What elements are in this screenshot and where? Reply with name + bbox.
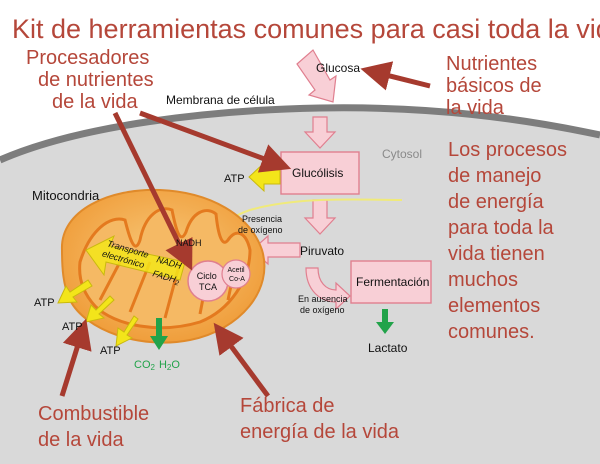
glycolysis-box <box>280 151 360 195</box>
nadh-label: NADH <box>176 238 202 248</box>
mitochondria-cristae <box>98 261 238 319</box>
co2-h2o-arrow <box>150 318 168 350</box>
callout-fuel: Combustible de la vida <box>38 403 155 451</box>
lactate-arrow <box>376 309 394 334</box>
arrow-factory-to-mitochondria <box>213 322 271 398</box>
callout-nutrients: Nutrientes básicos de la vida <box>446 53 547 119</box>
tca-cycle-circle <box>187 260 229 302</box>
electron-transport-arrow <box>85 234 186 281</box>
pyruvate-to-fermentation-arrow <box>305 267 351 311</box>
callout-factory: Fábrica de energía de la vida <box>240 395 400 443</box>
cell-membrane <box>0 104 600 164</box>
glucose-inflow-arrow <box>296 49 337 103</box>
arrow-fuel-to-atp <box>59 318 92 397</box>
tca-label: Ciclo TCA <box>197 271 220 292</box>
arrow-nutrients-to-glucose <box>360 61 431 91</box>
oxygen-presence-label: Presencia de oxígeno <box>238 214 285 235</box>
oxygen-absence-label: En ausencia de oxígeno <box>298 294 350 315</box>
mito-atp-label-2: ATP <box>62 321 83 333</box>
mitochondria-label: Mitocondria <box>32 188 100 203</box>
acetyl-coa-circle <box>221 259 251 289</box>
glycolysis-label: Glucólisis <box>292 166 343 180</box>
glucose-label: Glucosa <box>316 61 360 75</box>
diagram-title: Kit de herramientas comunes para casi to… <box>12 14 600 44</box>
membrane-label: Membrana de célula <box>166 93 275 107</box>
callout-arrows <box>59 61 431 398</box>
fermentation-box <box>350 260 432 304</box>
cytosol-label: Cytosol <box>382 147 422 161</box>
fermentation-label: Fermentación <box>356 275 429 289</box>
pyruvate-label: Piruvato <box>300 244 344 258</box>
glycolysis-to-pyruvate-arrow <box>303 199 337 235</box>
acetyl-coa-label: Acetil Co-A <box>227 267 246 283</box>
lactate-label: Lactato <box>368 341 408 355</box>
arrow-processors-to-glycolysis <box>139 110 292 173</box>
mito-atp-arrow-2 <box>85 295 115 323</box>
mito-atp-label-1: ATP <box>34 297 55 309</box>
mito-atp-arrow-1 <box>57 279 93 304</box>
callout-description: Los procesos de manejo de energía para t… <box>448 139 573 343</box>
mito-atp-arrow-3 <box>115 315 139 347</box>
membrane-crossing-arrow <box>303 116 337 149</box>
mito-atp-label-3: ATP <box>100 345 121 357</box>
glycolysis-atp-label: ATP <box>224 173 245 185</box>
callout-processors: Procesadores de nutrientes de la vida <box>26 47 159 113</box>
arrow-processors-to-mitochondria <box>112 111 193 271</box>
